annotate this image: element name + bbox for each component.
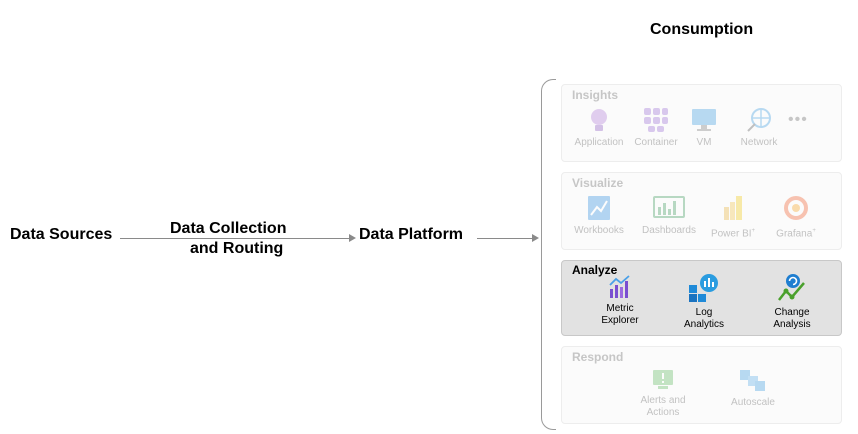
consumption-title: Consumption xyxy=(650,21,754,38)
insights-network-tile[interactable]: Network xyxy=(734,107,784,149)
visualize-dashboards-tile[interactable]: Dashboards xyxy=(638,195,700,237)
analyze-log-analytics-line1: Log xyxy=(695,307,713,318)
insights-panel: Insights Application Container VM Networ… xyxy=(561,84,842,162)
analyze-change-analysis-line2: Analysis xyxy=(773,319,811,330)
autoscale-icon xyxy=(740,370,765,391)
alert-icon xyxy=(653,370,673,389)
workbooks-icon xyxy=(588,196,610,220)
insights-container-label: Container xyxy=(634,137,678,148)
analyze-log-analytics-tile[interactable]: Log Analytics xyxy=(676,273,732,331)
respond-alerts-line2: Actions xyxy=(646,407,680,418)
log-analytics-icon xyxy=(689,274,718,302)
visualize-workbooks-label: Workbooks xyxy=(574,225,624,236)
visualize-grafana-tile[interactable]: Grafana+ xyxy=(772,195,820,240)
insights-application-label: Application xyxy=(574,137,624,148)
data-sources-label: Data Sources xyxy=(10,226,113,243)
arrow-platform-to-consumption xyxy=(477,238,533,239)
dashboards-icon xyxy=(653,196,685,218)
respond-title: Respond xyxy=(572,350,624,364)
visualize-powerbi-label: Power BI xyxy=(710,228,752,240)
respond-alerts-tile[interactable]: Alerts and Actions xyxy=(632,369,694,419)
visualize-title: Visualize xyxy=(572,176,624,190)
grafana-icon xyxy=(784,196,808,220)
network-globe-icon xyxy=(747,108,771,132)
consumption-bracket xyxy=(541,79,556,430)
analyze-metric-explorer-tile[interactable]: Metric Explorer xyxy=(592,275,648,327)
lightbulb-icon xyxy=(591,109,607,131)
data-collection-label-line1: Data Collection xyxy=(170,220,287,237)
insights-title: Insights xyxy=(572,88,619,102)
power-bi-icon xyxy=(724,196,742,220)
insights-application-tile[interactable]: Application xyxy=(570,107,628,149)
visualize-powerbi-mark: + xyxy=(751,228,756,234)
respond-autoscale-tile[interactable]: Autoscale xyxy=(724,369,782,409)
visualize-grafana-label: Grafana xyxy=(776,228,813,240)
analyze-title: Analyze xyxy=(572,263,618,277)
visualize-grafana-mark: + xyxy=(812,228,816,234)
vm-monitor-icon xyxy=(692,109,716,131)
analyze-metric-explorer-line2: Explorer xyxy=(601,315,639,326)
insights-vm-label: VM xyxy=(696,137,712,148)
arrow-head-consumption xyxy=(532,234,539,242)
analyze-change-analysis-tile[interactable]: Change Analysis xyxy=(764,273,820,331)
analyze-metric-explorer-line1: Metric xyxy=(606,303,634,314)
analyze-panel: Analyze Metric Explorer Log Analytics Ch… xyxy=(561,260,842,336)
change-analysis-icon xyxy=(778,274,805,301)
respond-panel: Respond Alerts and Actions Autoscale xyxy=(561,346,842,424)
visualize-workbooks-tile[interactable]: Workbooks xyxy=(570,195,628,237)
arrow-head-platform xyxy=(349,234,356,242)
more-icon[interactable]: ••• xyxy=(788,111,808,128)
analyze-change-analysis-line1: Change xyxy=(774,307,810,318)
container-icon xyxy=(644,108,668,132)
insights-vm-tile[interactable]: VM xyxy=(688,107,720,149)
visualize-dashboards-label: Dashboards xyxy=(642,225,696,236)
metric-explorer-icon xyxy=(609,275,630,298)
data-collection-label-line2: and Routing xyxy=(190,240,284,257)
arrow-sources-to-platform xyxy=(120,238,350,239)
insights-container-tile[interactable]: Container xyxy=(632,107,680,149)
insights-network-label: Network xyxy=(740,137,778,148)
data-platform-label: Data Platform xyxy=(359,226,464,243)
visualize-panel: Visualize Workbooks Dashboards Power BI+… xyxy=(561,172,842,250)
respond-alerts-line1: Alerts and xyxy=(640,395,686,406)
analyze-log-analytics-line2: Analytics xyxy=(683,319,724,330)
visualize-powerbi-tile[interactable]: Power BI+ xyxy=(708,195,758,240)
respond-autoscale-line1: Autoscale xyxy=(731,397,775,408)
